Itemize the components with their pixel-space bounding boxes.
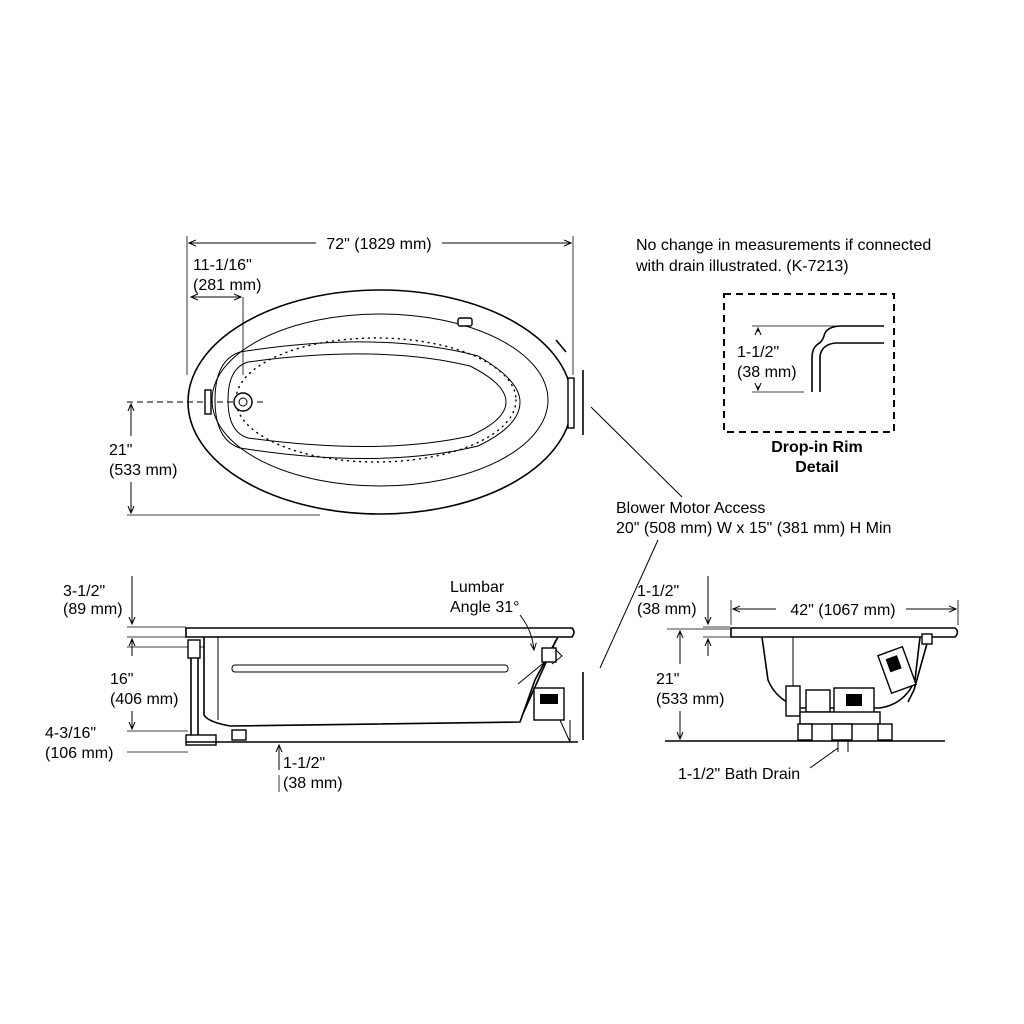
drain-offset-label-2: (281 mm)	[193, 277, 261, 294]
rim-detail-label-1: 1-1/2"	[737, 344, 779, 361]
note-line-1: No change in measurements if connected	[636, 237, 931, 254]
side-rim-label-2: (89 mm)	[63, 601, 123, 618]
rim-detail-caption-1: Drop-in Rim	[771, 439, 863, 456]
end-rim-label-2: (38 mm)	[637, 601, 697, 618]
top-width-label: 72" (1829 mm)	[326, 236, 431, 253]
side-drain-label-1: 1-1/2"	[283, 755, 325, 772]
bath-drain-label: 1-1/2" Bath Drain	[678, 766, 800, 783]
end-height-label-1: 21"	[656, 671, 679, 688]
half-depth-label-1: 21"	[109, 442, 132, 459]
side-height-label-2: (406 mm)	[110, 691, 178, 708]
top-view: 72" (1829 mm) 11-1/16" (281 mm) 21"	[109, 236, 584, 516]
rim-detail-caption-2: Detail	[795, 459, 839, 476]
control-icon	[457, 317, 473, 327]
drain-offset-label-1: 11-1/16"	[193, 257, 252, 274]
side-drain-label-2: (38 mm)	[283, 775, 343, 792]
rim-detail-frame	[723, 293, 895, 433]
side-view: 3-1/2" (89 mm) 16" (406 mm) 4-3/16" (106…	[45, 576, 584, 792]
side-base-label-2: (106 mm)	[45, 745, 113, 762]
end-rim-label-1: 1-1/2"	[637, 583, 679, 600]
half-depth-label-2: (533 mm)	[109, 462, 177, 479]
end-height-label-2: (533 mm)	[656, 691, 724, 708]
blower-line-1: Blower Motor Access	[616, 500, 765, 517]
end-view: 1-1/2" (38 mm) 42" (1067 mm) 21" (533 mm…	[637, 576, 959, 783]
rim-detail: 1-1/2" (38 mm) Drop-in Rim Detail	[723, 293, 895, 476]
side-rim-label-1: 3-1/2"	[63, 583, 105, 600]
rim-detail-label-2: (38 mm)	[737, 364, 797, 381]
blower-line-2: 20" (508 mm) W x 15" (381 mm) H Min	[616, 520, 891, 537]
lumbar-label-2: Angle 31°	[450, 599, 520, 616]
drain-icon	[233, 392, 253, 412]
side-height-label-1: 16"	[110, 671, 133, 688]
note-line-2: with drain illustrated. (K-7213)	[635, 258, 849, 275]
lumbar-label-1: Lumbar	[450, 579, 505, 596]
side-base-label-1: 4-3/16"	[45, 725, 96, 742]
end-width-label: 42" (1067 mm)	[790, 602, 895, 619]
